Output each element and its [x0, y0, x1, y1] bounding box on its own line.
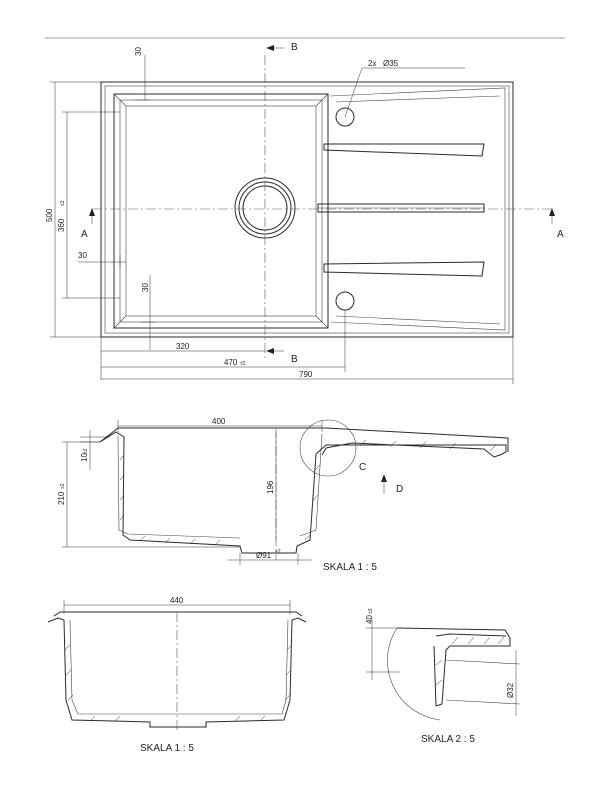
bowl-outline: [113, 93, 329, 329]
dim-40-tol: ±2: [368, 608, 374, 614]
section-b-arrow-top: [266, 45, 274, 51]
drainer-rib-1: [323, 143, 485, 157]
dim-10: 10: [80, 453, 89, 462]
dim-30-left: 30: [78, 251, 87, 260]
section-b-hatch: [64, 644, 293, 722]
dim-440: 440: [170, 596, 184, 605]
sink-outline: [100, 81, 514, 338]
section-a-a: C D 400 10 ±2 210 ±2 196 Ø91 +2 SKALA 1 …: [57, 417, 509, 573]
view-d-label: D: [396, 484, 403, 495]
section-a-arrow-left: [89, 208, 95, 216]
section-a-label-right: A: [557, 229, 564, 240]
dim-30-bottom: 30: [141, 283, 150, 292]
dim-470-tol: ±2: [240, 361, 246, 367]
dim-91-tol: +2: [275, 549, 281, 555]
section-a-profile: [99, 431, 507, 554]
dim-210: 210: [57, 491, 66, 505]
detail-c-circle: [299, 419, 357, 477]
section-b-profile: [47, 617, 307, 728]
dim-210-tol: ±2: [60, 483, 66, 489]
detail-c-hatch: [435, 636, 505, 686]
section-b-label-bottom: B: [291, 354, 298, 365]
plan-view: A A B B 30 2x Ø35 500 360 ±2: [45, 42, 564, 384]
drainer-rib-2: [317, 203, 485, 213]
drainer-rib-3: [323, 261, 485, 277]
dim-196: 196: [266, 480, 275, 494]
dim-91: Ø91: [256, 551, 272, 560]
detail-c-label: C: [359, 462, 366, 473]
section-b-b: 440 SKALA 1 : 5: [47, 596, 307, 754]
scale-label-1: SKALA 1 : 5: [323, 562, 377, 573]
section-b-label-top: B: [291, 42, 298, 53]
dim-10-tol: ±2: [83, 448, 89, 454]
dim-2x: 2x: [368, 59, 376, 68]
dim-40: 40: [365, 615, 374, 624]
dim-400: 400: [212, 417, 226, 426]
tap-hole-top: [335, 107, 355, 127]
tap-hole-bottom: [335, 291, 355, 311]
dim-30-top: 30: [134, 47, 143, 56]
scale-label-3: SKALA 2 : 5: [421, 734, 475, 745]
section-a-arrow-right: [549, 208, 555, 216]
detail-boundary-arc: [387, 627, 441, 721]
scale-label-2: SKALA 1 : 5: [140, 743, 194, 754]
detail-c-profile: [396, 627, 511, 707]
dim-470: 470: [224, 358, 238, 367]
dim-500: 500: [45, 208, 54, 222]
section-a-hatch: [119, 439, 497, 546]
detail-c-view: 40 ±2 Ø32 SKALA 2 : 5: [365, 608, 521, 745]
dim-32: Ø32: [506, 682, 515, 698]
dim-hole-35: Ø35: [383, 59, 399, 68]
dim-360-tol: ±2: [60, 200, 66, 206]
dim-360: 360: [57, 218, 66, 232]
section-b-arrow-bottom: [266, 348, 274, 354]
dim-320: 320: [176, 342, 190, 351]
view-d-arrow: [381, 474, 387, 482]
section-a-label-left: A: [81, 229, 88, 240]
dim-790: 790: [299, 370, 313, 379]
